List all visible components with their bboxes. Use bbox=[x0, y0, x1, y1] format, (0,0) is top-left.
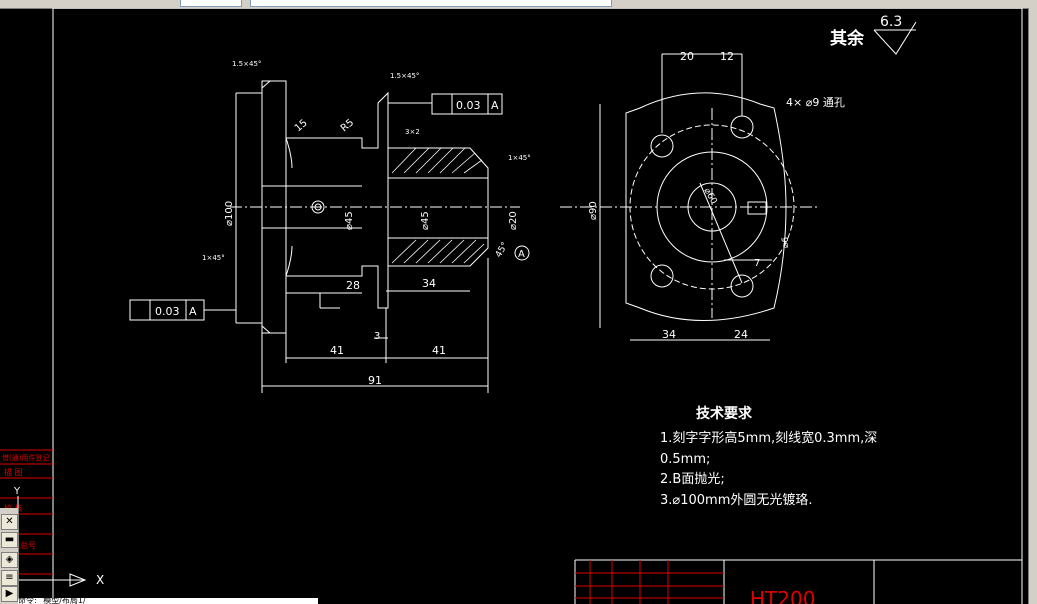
section-view bbox=[230, 80, 520, 334]
bottom-title-grid bbox=[575, 560, 724, 604]
tolerance-top-value: 0.03 bbox=[456, 99, 481, 112]
tech-line-1: 1.刻字字形高5mm,刻线宽0.3mm,深 bbox=[660, 430, 877, 446]
roughness-prefix: 其余 bbox=[830, 28, 865, 49]
close-icon[interactable]: ✕ bbox=[1, 514, 18, 530]
roughness-symbol bbox=[873, 21, 917, 55]
properties-icon[interactable]: ◈ bbox=[1, 552, 18, 568]
toolbar-dropdown[interactable] bbox=[180, 0, 242, 7]
section-dimensions bbox=[261, 258, 489, 393]
tech-title: 技术要求 bbox=[696, 405, 753, 422]
dia-45-left: ⌀45 bbox=[344, 211, 355, 230]
dim-34-left: 34 bbox=[422, 277, 436, 290]
tech-line-2: 0.5mm; bbox=[660, 452, 710, 467]
tolerance-bottom-value: 0.03 bbox=[155, 305, 180, 318]
roughness-value: 6.3 bbox=[880, 14, 902, 30]
layer-dropdown[interactable] bbox=[250, 0, 612, 7]
dia-20: ⌀20 bbox=[508, 211, 519, 230]
dim-24: 24 bbox=[734, 328, 748, 341]
left-block-label-3: 底图总号 bbox=[4, 540, 36, 550]
material-label: HT200 bbox=[750, 587, 815, 604]
dim-12: 12 bbox=[720, 50, 734, 63]
chamfer-1-left: 1×45° bbox=[202, 254, 225, 262]
ucs-y-label: Y bbox=[13, 486, 21, 497]
chamfer-right: 1.5×45° bbox=[390, 72, 419, 80]
dim-7: 7 bbox=[754, 258, 760, 269]
dia-6: ⌀6 bbox=[781, 237, 791, 248]
ucs-x-label: X bbox=[96, 573, 104, 587]
drawing-canvas[interactable]: 借(通)用件登记 描 图 校 核 底图总号 Y X HT200 其余 6.3 bbox=[0, 8, 1037, 604]
left-block-label-1: 描 图 bbox=[4, 467, 23, 477]
dia-45-right: ⌀45 bbox=[420, 211, 431, 230]
chamfer-3x2: 3×2 bbox=[405, 128, 420, 136]
hole-note: 4× ⌀9 通孔 bbox=[786, 96, 845, 109]
left-block-label-top: 借(通)用件登记 bbox=[2, 453, 49, 462]
dim-20-right: 20 bbox=[680, 50, 694, 63]
drawing-frame bbox=[52, 8, 1023, 604]
section-hatch bbox=[391, 147, 485, 264]
dim-3: 3 bbox=[374, 331, 380, 342]
datum-a-label: A bbox=[518, 249, 525, 260]
dim-91: 91 bbox=[368, 374, 382, 387]
tolerance-top-datum: A bbox=[491, 99, 499, 112]
angle-45: 45° bbox=[494, 241, 511, 260]
dim-34-right: 34 bbox=[662, 328, 676, 341]
tolerance-frame-top bbox=[388, 93, 503, 115]
tech-line-4: 3.⌀100mm外圆无光镀珞. bbox=[660, 492, 813, 508]
dia-90: ⌀90 bbox=[588, 201, 599, 220]
dim-41-left: 41 bbox=[330, 344, 344, 357]
chamfer-1-right: 1×45° bbox=[508, 154, 531, 162]
tolerance-frame-bottom bbox=[129, 299, 236, 321]
play-icon[interactable]: ▶ bbox=[1, 586, 18, 602]
palette-icon[interactable]: ▬ bbox=[1, 532, 18, 548]
command-line[interactable]: 命令: _模型/布局1/ bbox=[18, 598, 318, 604]
datum-a-circle bbox=[514, 245, 530, 261]
dim-41-right: 41 bbox=[432, 344, 446, 357]
dim-15: 15 bbox=[293, 118, 310, 135]
dim-28: 28 bbox=[346, 279, 360, 292]
front-view bbox=[560, 53, 820, 341]
tech-line-3: 2.B面抛光; bbox=[660, 472, 725, 487]
dim-r5: R5 bbox=[339, 117, 356, 134]
vertical-scrollbar[interactable] bbox=[1028, 8, 1037, 604]
bottom-title-block bbox=[574, 559, 1022, 604]
tolerance-bottom-datum: A bbox=[189, 305, 197, 318]
layers-icon[interactable]: ≡ bbox=[1, 570, 18, 586]
left-tool-strip: ✕ ▬ ◈ ≡ ▶ bbox=[0, 508, 19, 604]
dia-60: ⌀60 bbox=[701, 187, 718, 207]
chamfer-left: 1.5×45° bbox=[232, 60, 261, 68]
dia-100: ⌀100 bbox=[224, 201, 235, 226]
